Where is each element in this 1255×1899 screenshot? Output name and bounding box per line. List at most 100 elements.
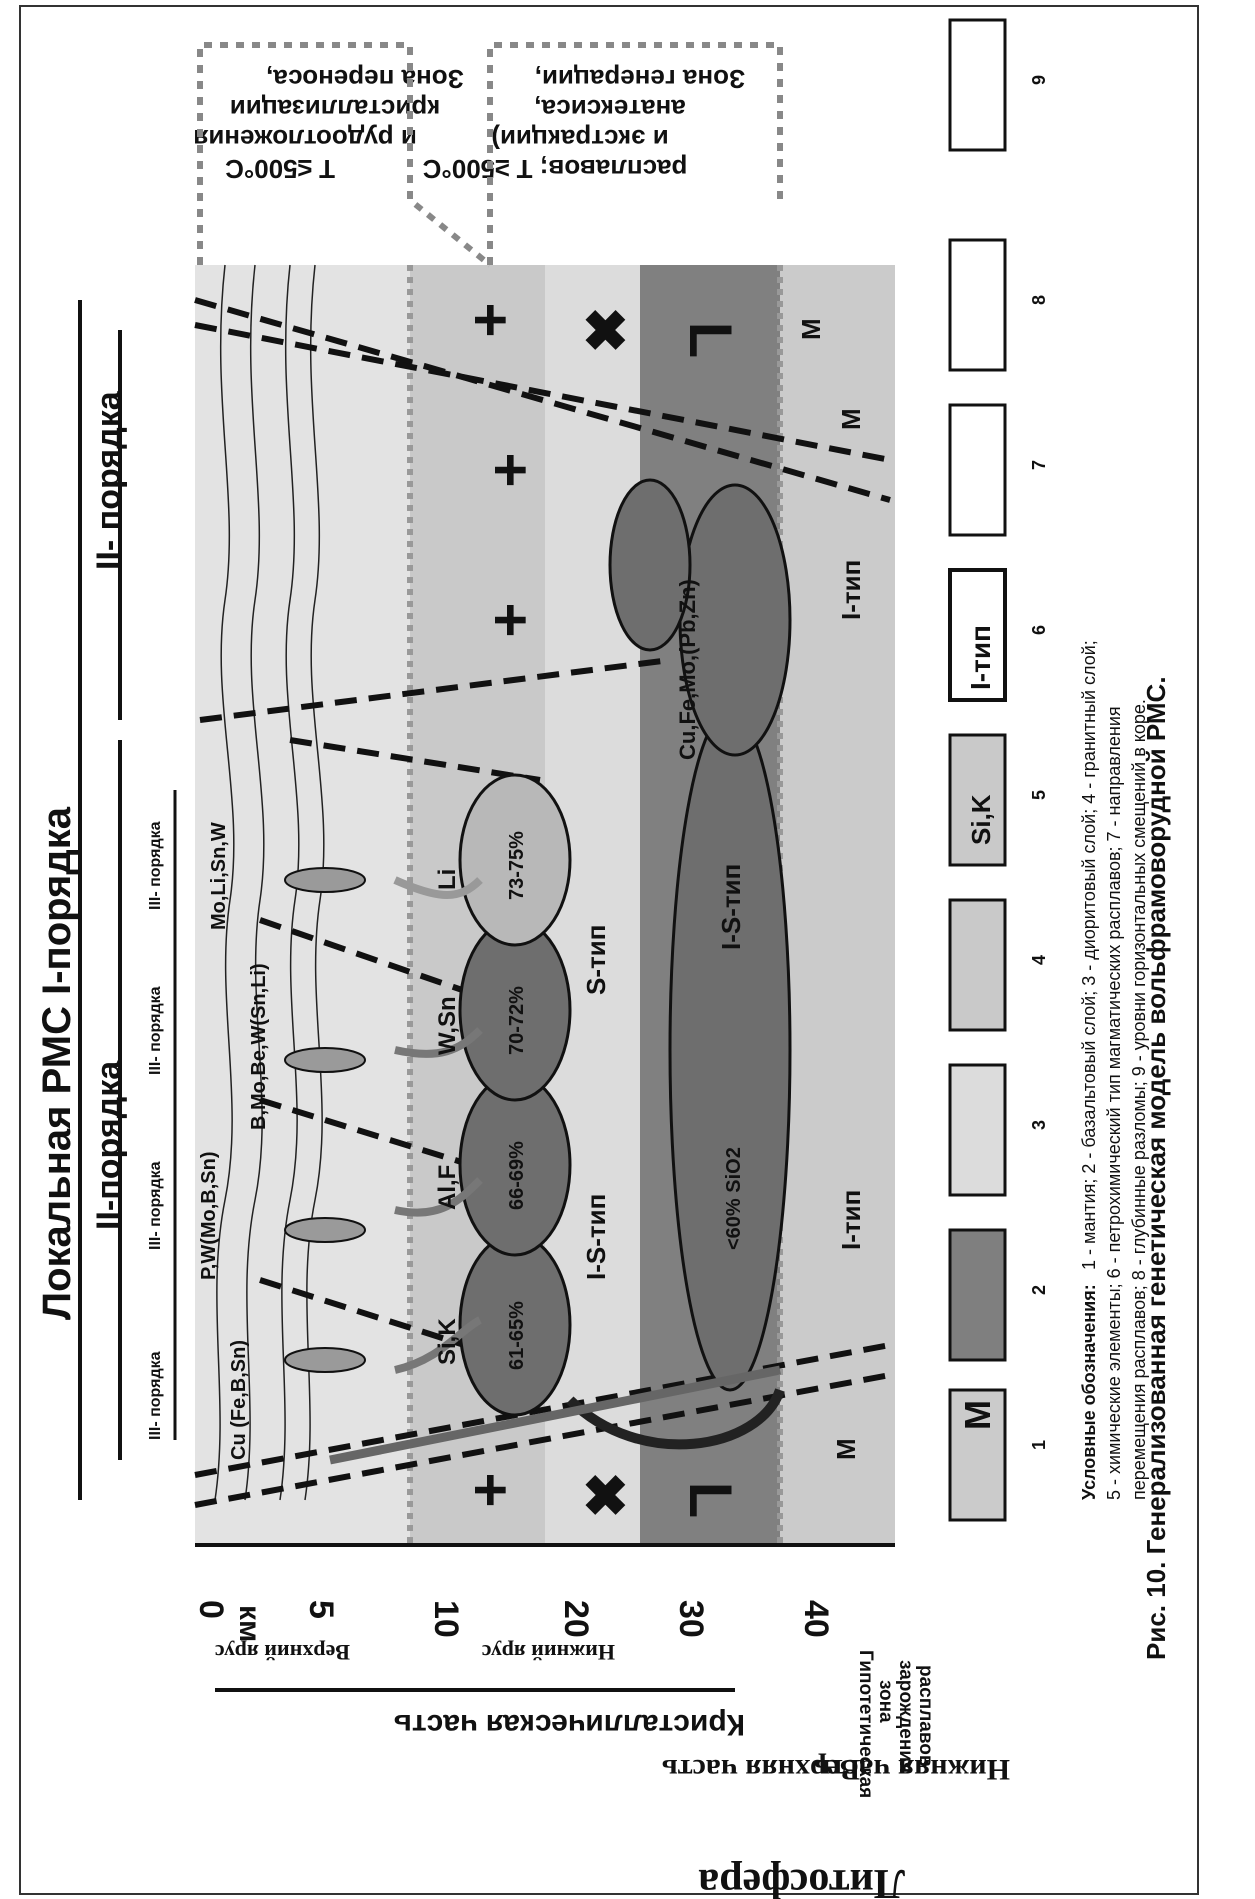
- third-order-label: III- порядка: [147, 986, 164, 1075]
- melt-arrow: [394, 1316, 482, 1374]
- legend: М Si,K I-тип 1 2 3 4 5 6 7 8 9 Условные …: [948, 18, 1149, 1522]
- ore-body: [284, 1217, 366, 1243]
- ore-body: [284, 867, 366, 893]
- mantle-layer: [780, 265, 895, 1545]
- silica-label: 61-65%: [506, 1301, 528, 1370]
- basalt-l-icon: L: [677, 1482, 744, 1519]
- deep-fault: [289, 737, 541, 783]
- legend-box-fault: [948, 238, 1007, 372]
- zone-boundary: [197, 42, 492, 268]
- melt-arrow: [394, 1027, 483, 1058]
- deep-melt-body: [668, 708, 792, 1392]
- legend-box-type: [948, 568, 1007, 702]
- third-order-label: III- порядка: [147, 1161, 164, 1250]
- legend-box-arrow: [948, 403, 1007, 537]
- legend-number: 8: [1029, 295, 1049, 305]
- hypo-zone-label: зарождения: [895, 1660, 916, 1773]
- silica-label: 73-75%: [506, 831, 528, 900]
- outer-frame: [19, 5, 1199, 1895]
- legend-heading: Условные обозначения:: [1079, 1284, 1099, 1500]
- depth-unit: км: [233, 1605, 266, 1642]
- upper-part-label: Верхняя часть: [662, 1753, 860, 1786]
- deep-fault: [259, 1097, 521, 1183]
- legend-number: 1: [1029, 1440, 1049, 1450]
- melt-arrow: [394, 1177, 483, 1217]
- granite-cross-icon: +: [457, 1472, 524, 1507]
- deep-fault: [259, 1277, 481, 1353]
- depth-tick: 0: [192, 1600, 230, 1619]
- melt-arrow: [329, 1365, 781, 1465]
- granite-cross-icon: +: [477, 452, 544, 487]
- transport-zone-label: кристаллизации: [230, 94, 441, 124]
- depth-tick: 30: [672, 1600, 710, 1638]
- lower-tier-label: Нижний ярус: [482, 1640, 615, 1665]
- legend-number: 7: [1029, 460, 1049, 470]
- granite-cross-icon: +: [457, 302, 524, 337]
- mantle-label: М: [836, 408, 866, 430]
- generation-zone-label: и экстракции): [491, 124, 668, 154]
- element-label: Li: [434, 869, 461, 890]
- legend-number: 6: [1029, 625, 1049, 635]
- legend-number: 3: [1029, 1120, 1049, 1130]
- legend-number: 2: [1029, 1285, 1049, 1295]
- generation-zone-label: Зона генерации,: [535, 64, 746, 94]
- legend-number: 4: [1029, 955, 1049, 965]
- mantle-label: М: [831, 1438, 861, 1460]
- hypo-zone-label: расплавов: [915, 1665, 936, 1767]
- hypo-zone-label: зона: [875, 1680, 896, 1723]
- diorite-x-icon: ✖: [573, 307, 636, 354]
- legend-mantle-symbol: М: [957, 1400, 998, 1430]
- legend-box-diorite: [948, 1063, 1007, 1197]
- third-order-label: III- порядка: [147, 821, 164, 910]
- legend-line: 5 - химические элементы; 6 - петрохимиче…: [1104, 706, 1124, 1500]
- element-label: Al,F: [434, 1165, 461, 1210]
- generation-zone-label: анатексиса,: [534, 94, 685, 124]
- type-label: I-S-тип: [716, 864, 746, 950]
- legend-line: перемещения расплавов; 8 - глубинные раз…: [1129, 699, 1149, 1500]
- deep-fault: [194, 297, 891, 503]
- local-rms-label: Локальная РМС I-порядка: [35, 806, 79, 1320]
- depth-axis: 0 км 5 10 20 30 40: [192, 1543, 895, 1642]
- legend-line: 1 - мантия; 2 - базальтовый слой; 3 - ди…: [1079, 640, 1099, 1270]
- figure-caption: Рис. 10. Генерализованная генетическая м…: [1141, 676, 1171, 1660]
- transport-zone-label: Т ≤500°С: [225, 154, 335, 184]
- transport-zone-label: и рудоотложения: [193, 124, 417, 154]
- depth-tick: 20: [557, 1600, 595, 1638]
- second-order-label: II-порядка: [90, 1060, 128, 1230]
- upper-tier-label: Верхний ярус: [215, 1640, 350, 1665]
- lithosphere-label: Литосфера: [698, 1860, 905, 1899]
- horizon-line: [304, 264, 325, 1501]
- legend-box-elements: [948, 733, 1007, 867]
- granite-cross-icon: +: [477, 602, 544, 637]
- basalt-l-icon: L: [677, 322, 744, 359]
- third-order-label: III- порядка: [147, 1351, 164, 1440]
- deep-fault: [194, 322, 891, 463]
- depth-tick: 10: [427, 1600, 465, 1638]
- upper-tier-band: [195, 265, 410, 1545]
- silica-deep-label: <60% SiO2: [723, 1147, 745, 1250]
- legend-box-shift: [948, 18, 1007, 152]
- melt-arrow: [566, 1388, 785, 1450]
- silica-label: 66-69%: [506, 1141, 528, 1210]
- mantle-label: М: [796, 318, 826, 340]
- type-label: I-S-тип: [581, 1194, 611, 1280]
- diorite-x-icon: ✖: [573, 1472, 636, 1519]
- metal-assoc-label: P,W(Mo,B,Sn): [198, 1151, 220, 1280]
- deep-fault: [199, 657, 671, 723]
- legend-box-granite: [948, 898, 1007, 1032]
- horizon-line: [244, 264, 265, 1501]
- legend-elements-symbol: Si,K: [966, 794, 996, 845]
- generation-zone-label: расплавов; Т ≥500°С: [422, 154, 687, 184]
- ore-body: [284, 1047, 366, 1073]
- lower-part-label: Нижняя часть: [814, 1753, 1010, 1786]
- element-label: W,Sn: [434, 996, 461, 1055]
- deep-fault: [259, 917, 521, 1013]
- legend-box-basalt: [948, 1228, 1007, 1362]
- metal-assoc-label: Cu (Fe,B,Sn): [228, 1340, 250, 1460]
- transport-zone-label: Зона переноса,: [266, 64, 464, 94]
- type-label: I-тип: [836, 1190, 866, 1250]
- legend-number: 5: [1029, 790, 1049, 800]
- depth-tick: 40: [797, 1600, 835, 1638]
- type-label: I-тип: [836, 560, 866, 620]
